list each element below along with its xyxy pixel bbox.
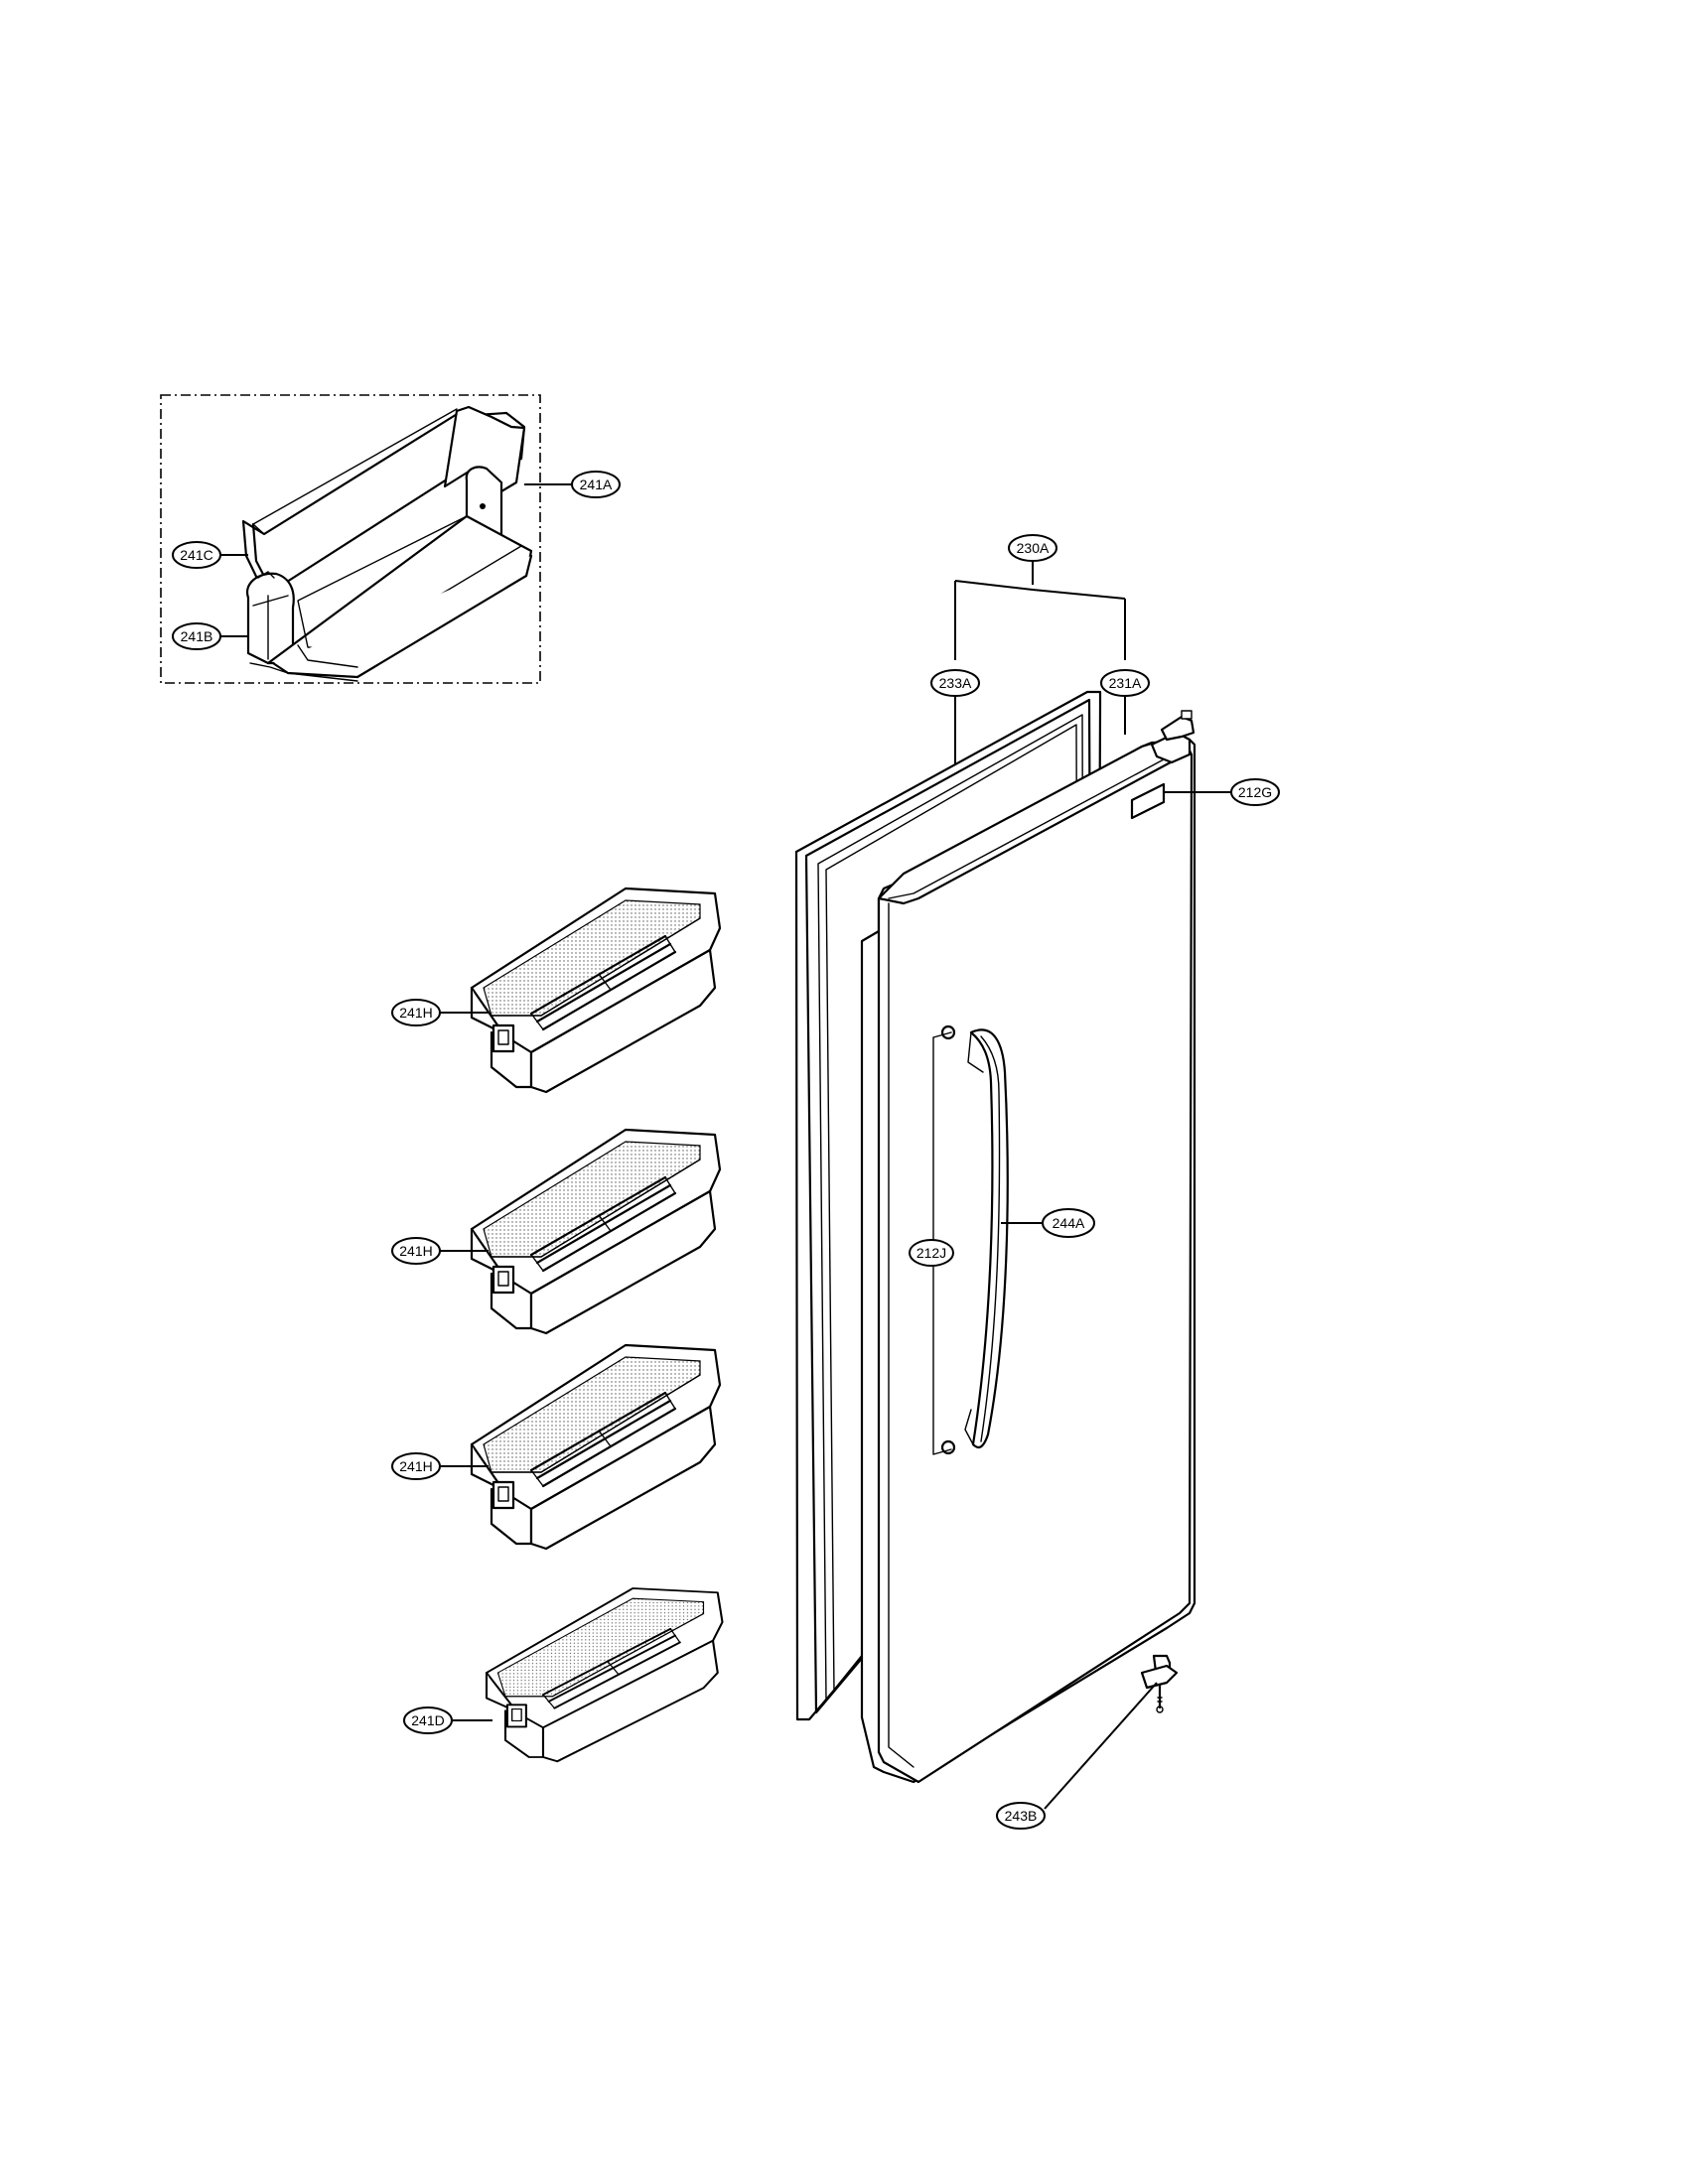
callout-241D: 241D [403, 1706, 453, 1734]
door-bin-241H-1 [470, 887, 722, 1094]
callout-212J: 212J [909, 1239, 954, 1267]
callout-241H-1: 241H [391, 999, 441, 1026]
callout-212G: 212G [1230, 778, 1280, 806]
refrigerator-door-231A [860, 710, 1196, 1784]
svg-text:212J: 212J [916, 1245, 946, 1261]
leader-lines [220, 483, 1231, 1810]
svg-text:212G: 212G [1238, 784, 1272, 800]
dairy-bin-assembly-241A [241, 405, 533, 682]
callout-241A: 241A [571, 471, 621, 498]
callout-243B: 243B [996, 1802, 1046, 1830]
svg-text:233A: 233A [939, 675, 972, 691]
svg-text:244A: 244A [1053, 1215, 1085, 1231]
callout-241B: 241B [172, 622, 221, 650]
door-bin-241D [485, 1586, 724, 1763]
callout-241H-3: 241H [391, 1452, 441, 1480]
callout-230A: 230A [1008, 534, 1057, 562]
svg-text:241H: 241H [399, 1005, 432, 1021]
svg-text:241A: 241A [580, 477, 613, 492]
svg-text:241C: 241C [180, 547, 212, 563]
svg-text:241B: 241B [181, 628, 213, 644]
svg-text:230A: 230A [1017, 540, 1050, 556]
callout-233A: 233A [930, 669, 980, 697]
callout-231A: 231A [1100, 669, 1150, 697]
door-bin-241H-3 [470, 1343, 722, 1551]
svg-text:241H: 241H [399, 1458, 432, 1474]
svg-text:231A: 231A [1109, 675, 1142, 691]
callout-241H-2: 241H [391, 1237, 441, 1265]
svg-text:243B: 243B [1005, 1808, 1038, 1824]
callout-241C: 241C [172, 541, 221, 569]
door-bin-241H-2 [470, 1128, 722, 1335]
svg-text:241D: 241D [411, 1712, 444, 1728]
svg-text:241H: 241H [399, 1243, 432, 1259]
callout-244A: 244A [1042, 1208, 1095, 1238]
inset-frame [160, 394, 541, 684]
